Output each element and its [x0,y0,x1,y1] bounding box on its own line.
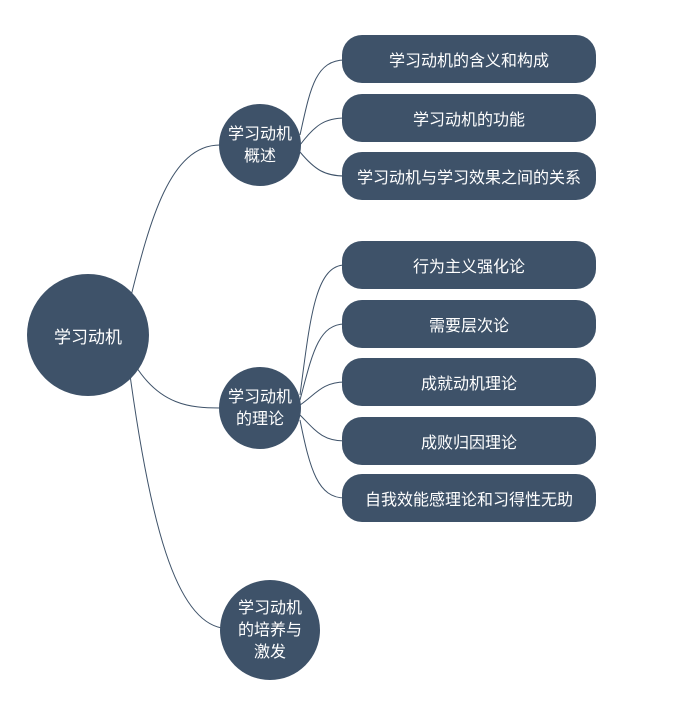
branch-label: 学习动机 概述 [227,124,292,165]
connector-b2-c5 [299,419,346,499]
leaf-label: 成败归因理论 [420,433,517,452]
leaf-node[interactable]: 学习动机的功能 [342,94,596,142]
leaf-label: 成就动机理论 [420,374,517,393]
root-node[interactable]: 学习动机 [27,274,149,396]
leaf-node[interactable]: 学习动机的含义和构成 [342,35,596,83]
leaf-label: 需要层次论 [428,316,509,335]
connector-b1-c2 [299,117,346,146]
connector-root-branch-2 [134,364,221,409]
branch-node-cultivation[interactable]: 学习动机 的培养与 激发 [220,580,320,680]
leaf-node[interactable]: 需要层次论 [342,300,596,348]
branch-node-overview[interactable]: 学习动机 概述 [219,104,301,186]
connector-b2-c4 [299,414,346,442]
leaf-node[interactable]: 自我效能感理论和习得性无助 [342,474,596,522]
leaf-label: 学习动机的功能 [412,110,525,129]
connector-b1-c3 [299,151,346,177]
leaf-label: 自我效能感理论和习得性无助 [364,490,573,509]
branch-label: 学习动机 的培养与 激发 [237,598,302,661]
leaf-node[interactable]: 行为主义强化论 [342,241,596,289]
leaf-node[interactable]: 成就动机理论 [342,358,596,406]
branch-node-theory[interactable]: 学习动机 的理论 [219,367,301,449]
root-label: 学习动机 [54,327,122,348]
leaf-label: 行为主义强化论 [412,257,525,276]
leaf-node[interactable]: 成败归因理论 [342,417,596,465]
connector-b2-c3 [299,381,346,406]
leaf-label: 学习动机与学习效果之间的关系 [356,168,581,187]
connector-b1-c1 [299,59,346,136]
connector-b2-c2 [299,323,346,401]
leaf-label: 学习动机的含义和构成 [388,51,549,70]
connector-root-branch-1 [129,144,221,301]
leaf-node[interactable]: 学习动机与学习效果之间的关系 [342,152,596,200]
connector-root-branch-3 [129,374,223,629]
connector-b2-c1 [299,264,346,396]
branch-label: 学习动机 的理论 [227,387,292,428]
